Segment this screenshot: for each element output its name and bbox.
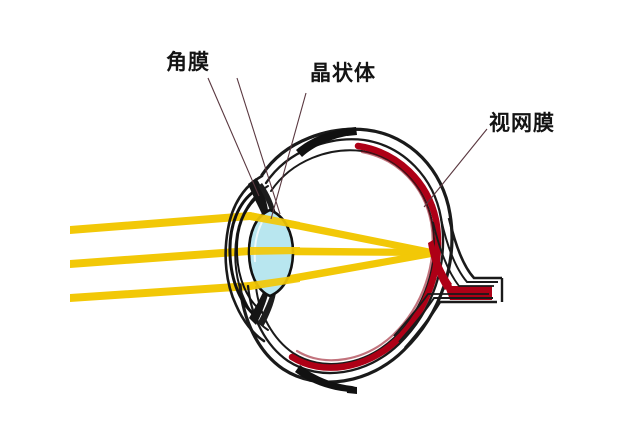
cornea-outer-arc <box>228 188 259 320</box>
anterior-sclera-arc <box>224 174 266 343</box>
superior-tendon-tip <box>346 127 357 136</box>
nerve-sheath-upper-1 <box>447 217 502 280</box>
ciliary-upper <box>258 183 276 216</box>
ciliary-lower <box>258 290 276 327</box>
leader-line-retina <box>423 128 488 208</box>
lens-highlight <box>253 221 263 263</box>
retina-layer <box>288 142 442 371</box>
cornea-inner-arc <box>235 195 262 312</box>
choroid-inner <box>255 149 436 365</box>
ray-bottom <box>70 250 432 302</box>
nerve-sheath-lower-3 <box>393 293 489 337</box>
leader-line-lens-right <box>270 92 307 220</box>
retina-core <box>295 150 434 362</box>
extraocular-muscles <box>295 127 357 394</box>
leader-line-cornea <box>207 77 260 197</box>
nerve-sheath-upper-3 <box>432 221 494 287</box>
iris-ciliary-group <box>248 178 276 327</box>
optic-nerve-core-b <box>428 240 452 290</box>
nerve-sheath-lower-2 <box>398 297 493 343</box>
choroid-outer <box>246 138 445 375</box>
label-cornea: 角膜 <box>166 50 210 74</box>
inferior-rectus-muscle <box>295 365 357 392</box>
nerve-sheath-lower-1 <box>404 300 497 349</box>
ray-middle-overlay <box>250 247 300 255</box>
cornea-group <box>228 188 262 320</box>
ray-bottom-overlay <box>250 275 300 290</box>
iris-upper <box>248 178 269 218</box>
ray-top <box>70 212 432 256</box>
light-rays-group <box>70 212 432 302</box>
optic-nerve-core <box>436 255 492 300</box>
optic-nerve-group <box>393 217 504 349</box>
light-rays-overlay <box>250 212 300 290</box>
nerve-sheath-upper-2 <box>440 218 498 283</box>
inferior-tendon-tip <box>346 386 357 394</box>
label-lens: 晶状体 <box>310 61 376 85</box>
ray-top-overlay <box>250 212 300 229</box>
label-retina: 视网膜 <box>489 111 555 135</box>
leader-lines-group <box>207 77 488 220</box>
leader-line-lens-left <box>236 77 281 215</box>
iris-lower <box>249 285 270 325</box>
ray-middle <box>70 247 432 268</box>
superior-rectus-muscle <box>296 128 356 157</box>
